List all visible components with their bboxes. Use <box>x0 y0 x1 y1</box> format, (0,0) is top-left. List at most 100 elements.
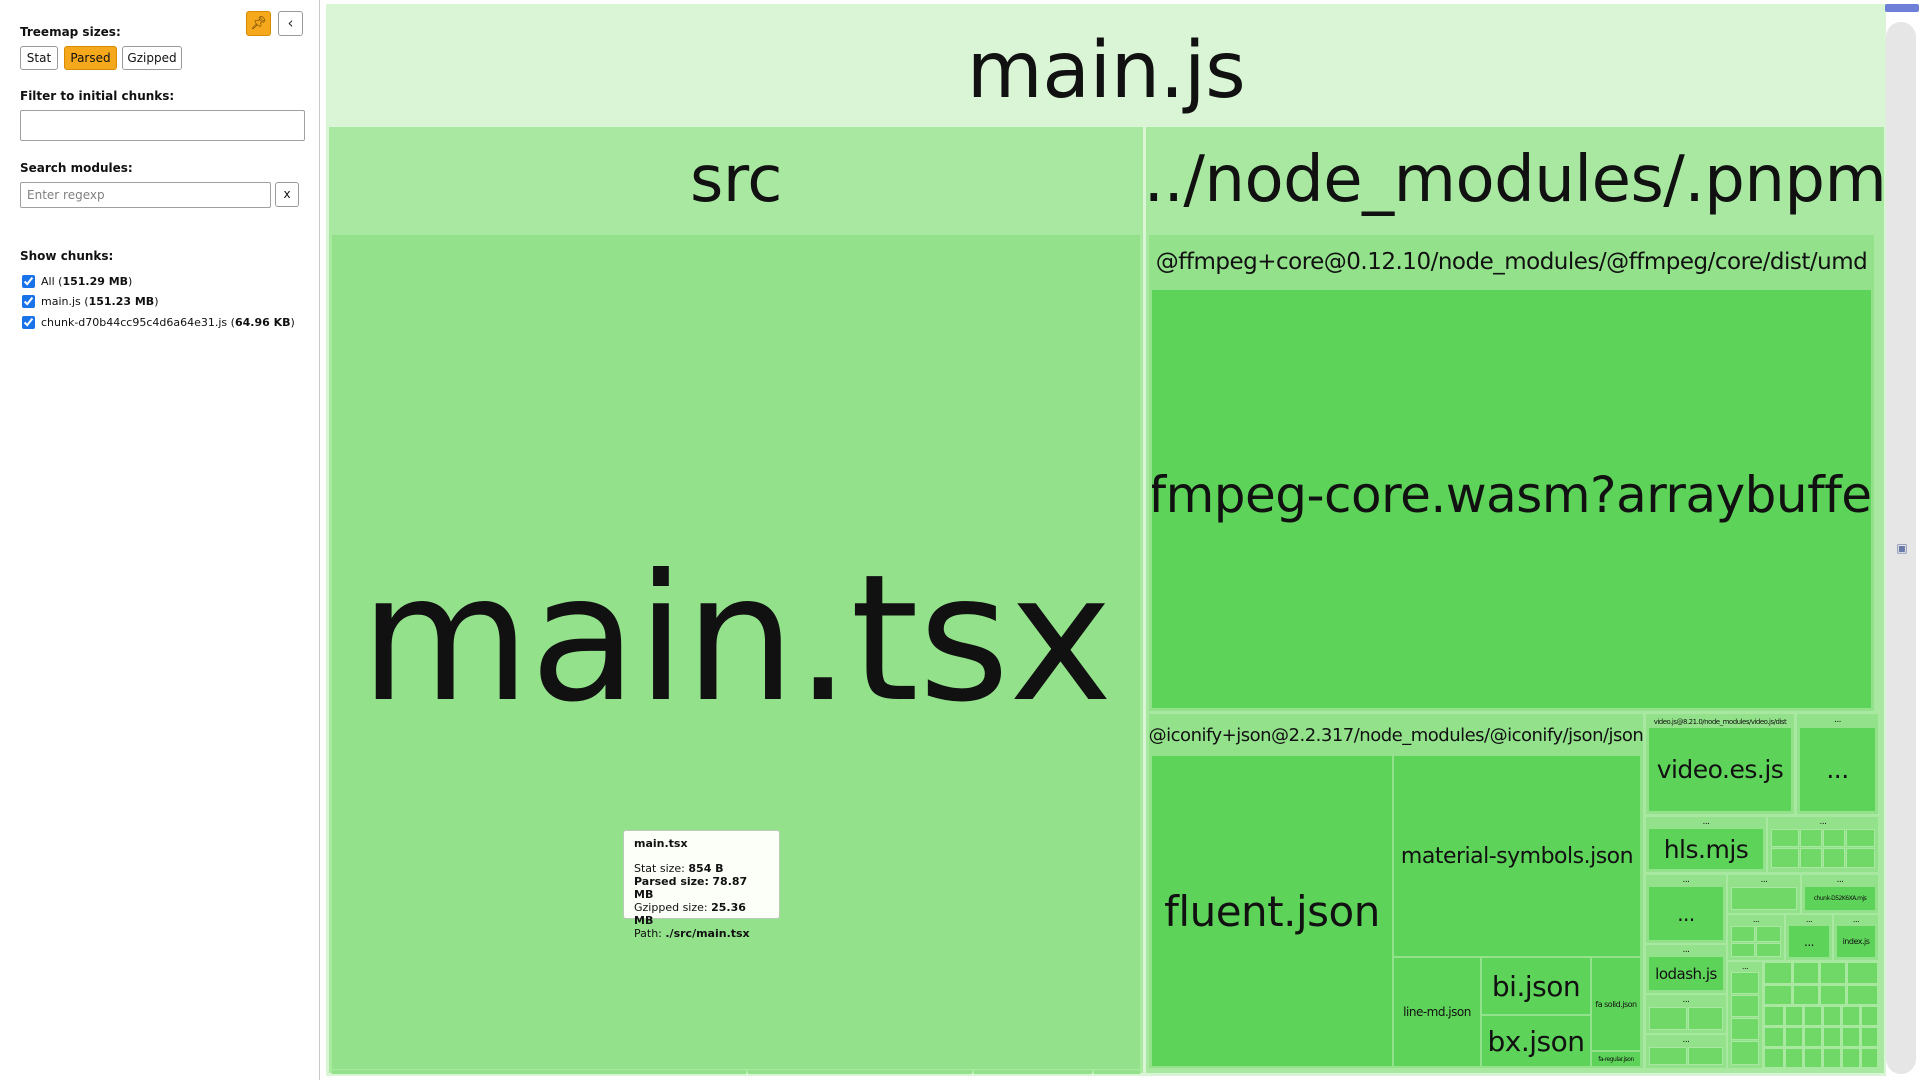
chunk-size-all: 151.29 MB <box>62 274 129 288</box>
treemap-cell-small-b7[interactable] <box>1823 848 1845 868</box>
treemap-label-index-js: index.js <box>1842 937 1870 946</box>
treemap-cell-hls[interactable]: hls.mjs <box>1649 829 1763 869</box>
treemap-cell-small-n3[interactable] <box>1804 1006 1822 1026</box>
treemap-cell-small-f2[interactable] <box>1756 926 1781 942</box>
treemap-cell-small-k2[interactable] <box>1731 995 1759 1017</box>
treemap-label-fa-solid: fa solid.json <box>1595 999 1637 1009</box>
tooltip-gzipped-label: Gzipped size: <box>634 901 708 914</box>
treemap-cell-small-b2[interactable] <box>1800 829 1822 847</box>
treemap-cell-small-m4[interactable] <box>1847 985 1878 1005</box>
treemap-cell-small-n5[interactable] <box>1842 1006 1860 1026</box>
treemap-cell-fa-solid[interactable]: fa solid.json <box>1592 958 1640 1050</box>
chunk-row-all[interactable]: All (151.29 MB) <box>22 272 132 290</box>
treemap-cell-fluent-json[interactable]: fluent.json <box>1152 756 1392 1066</box>
treemap-label-chunk-small: chunk-D52K6XA.mjs <box>1813 895 1867 902</box>
chunk-checkbox-main-js[interactable] <box>22 294 35 308</box>
treemap-cell-small-o6[interactable] <box>1861 1027 1878 1047</box>
treemap-cell-small-o2[interactable] <box>1785 1027 1803 1047</box>
treemap-cell-small-n4[interactable] <box>1823 1006 1841 1026</box>
search-modules-input[interactable] <box>20 182 271 208</box>
treemap-cell-small-k1[interactable] <box>1731 972 1759 994</box>
treemap-cell-small-j1[interactable] <box>1649 1047 1687 1065</box>
treemap-cell-ellipsis-a-inner[interactable]: ... <box>1800 728 1875 811</box>
collapse-sidebar-button[interactable]: ‹ <box>278 11 303 36</box>
tooltip-gzipped-row: Gzipped size: 25.36 MB <box>634 901 769 927</box>
treemap-cell-small-l1[interactable] <box>1764 962 1792 984</box>
size-stat-button[interactable]: Stat <box>20 46 58 70</box>
filter-initial-chunks-input[interactable] <box>20 110 305 141</box>
treemap-cell-small-o5[interactable] <box>1842 1027 1860 1047</box>
treemap-cell-ffmpeg-wasm[interactable]: ffmpeg-core.wasm?arraybuffer <box>1152 290 1871 708</box>
treemap-cell-small-l3[interactable] <box>1820 962 1846 984</box>
treemap-cell-lodash[interactable]: lodash.js <box>1649 957 1723 990</box>
treemap-cell-ellipsis-c-inner[interactable]: ... <box>1649 887 1723 940</box>
treemap-cell-ellipsis-g-inner[interactable]: ... <box>1789 926 1829 957</box>
treemap-cell-fa-regular[interactable]: fa-regular.json <box>1592 1052 1640 1066</box>
vertical-scrollbar[interactable] <box>1886 22 1916 1074</box>
pin-button[interactable]: 📌︎ <box>246 11 271 36</box>
treemap-cell-small-j2[interactable] <box>1688 1047 1723 1065</box>
treemap-cell-small-p1[interactable] <box>1764 1048 1784 1068</box>
treemap-cell-small-o3[interactable] <box>1804 1027 1822 1047</box>
treemap-cell-small-b1[interactable] <box>1771 829 1799 847</box>
treemap-cell-small-l4[interactable] <box>1847 962 1878 984</box>
chunk-row-chunk-d70b[interactable]: chunk-d70b44cc95c4d6a64e31.js (64.96 KB) <box>22 313 295 331</box>
treemap-cell-small-o1[interactable] <box>1764 1027 1784 1047</box>
treemap-cell-small-b4[interactable] <box>1846 829 1875 847</box>
treemap-cell-small-n6[interactable] <box>1861 1006 1878 1026</box>
treemap-label-hls: hls.mjs <box>1663 834 1749 864</box>
treemap-cell-small-p2[interactable] <box>1785 1048 1803 1068</box>
treemap-cell-src-strip-2[interactable] <box>748 1070 972 1074</box>
treemap-cell-small-b5[interactable] <box>1771 848 1799 868</box>
treemap-cell-small-i1[interactable] <box>1649 1007 1687 1030</box>
treemap-cell-src-strip-3[interactable] <box>974 1070 1092 1074</box>
treemap-cell-small-p3[interactable] <box>1804 1048 1822 1068</box>
minimap-thumbnail-icon[interactable]: ▣ <box>1896 541 1908 555</box>
treemap-cell-main-tsx[interactable]: main.tsx <box>332 235 1140 1069</box>
treemap-cell-small-p4[interactable] <box>1823 1048 1841 1068</box>
treemap-cell-material-symbols[interactable]: material-symbols.json <box>1394 756 1640 956</box>
treemap-cell-line-md[interactable]: line-md.json <box>1394 958 1480 1066</box>
size-gzipped-button[interactable]: Gzipped <box>122 46 182 70</box>
chunk-row-main-js[interactable]: main.js (151.23 MB) <box>22 292 158 310</box>
treemap-cell-small-i2[interactable] <box>1688 1007 1723 1030</box>
treemap-label-video-es: video.es.js <box>1656 755 1784 784</box>
treemap-cell-small-n1[interactable] <box>1764 1006 1784 1026</box>
treemap-cell-small-m3[interactable] <box>1820 985 1846 1005</box>
treemap-cell-small-m1[interactable] <box>1764 985 1792 1005</box>
treemap-cell-chunk-small-inner[interactable]: chunk-D52K6XA.mjs <box>1805 887 1875 910</box>
treemap-cell-video-es[interactable]: video.es.js <box>1649 728 1791 811</box>
treemap-label-ellipsis-g-inner: ... <box>1804 934 1814 949</box>
treemap-cell-small-f1[interactable] <box>1731 926 1755 942</box>
treemap-cell-small-k3[interactable] <box>1731 1018 1759 1040</box>
treemap-cell-bx-json[interactable]: bx.json <box>1482 1016 1590 1066</box>
chunk-checkbox-all[interactable] <box>22 274 35 288</box>
treemap-cell-small-b3[interactable] <box>1823 829 1845 847</box>
treemap-cell-bi-json[interactable]: bi.json <box>1482 958 1590 1014</box>
treemap-cell-small-p6[interactable] <box>1861 1048 1878 1068</box>
treemap-cell-small-f3[interactable] <box>1731 943 1755 957</box>
treemap-cell-small-l2[interactable] <box>1793 962 1819 984</box>
treemap-cell-src-strip-4[interactable] <box>1094 1070 1140 1074</box>
treemap-label-hls-group: ... <box>1702 817 1710 827</box>
chunk-checkbox-chunk-d70b[interactable] <box>22 315 35 329</box>
treemap-label-bx-json: bx.json <box>1487 1024 1586 1058</box>
treemap-cell-small-m2[interactable] <box>1793 985 1819 1005</box>
treemap-cell-index-js-inner[interactable]: index.js <box>1837 926 1875 957</box>
chunk-size-close: ) <box>290 315 295 329</box>
treemap-cell-small-o4[interactable] <box>1823 1027 1841 1047</box>
treemap-cell-small-d1[interactable] <box>1731 887 1797 910</box>
treemap-cell-small-n2[interactable] <box>1785 1006 1803 1026</box>
treemap-label-ellipsis-c-inner: ... <box>1677 901 1695 926</box>
treemap-cell-small-b6[interactable] <box>1800 848 1822 868</box>
treemap-cell-small-f4[interactable] <box>1756 943 1781 957</box>
treemap-cell-src-strip-1[interactable] <box>332 1070 746 1074</box>
chunk-size-open: ( <box>227 315 235 329</box>
size-parsed-button[interactable]: Parsed <box>64 46 117 70</box>
clear-search-button[interactable]: x <box>275 182 299 207</box>
treemap-cell-small-k4[interactable] <box>1731 1041 1759 1065</box>
treemap-cell-small-b8[interactable] <box>1846 848 1875 868</box>
chunk-size-chunk-d70b: 64.96 KB <box>234 315 291 329</box>
treemap-cell-small-p5[interactable] <box>1842 1048 1860 1068</box>
